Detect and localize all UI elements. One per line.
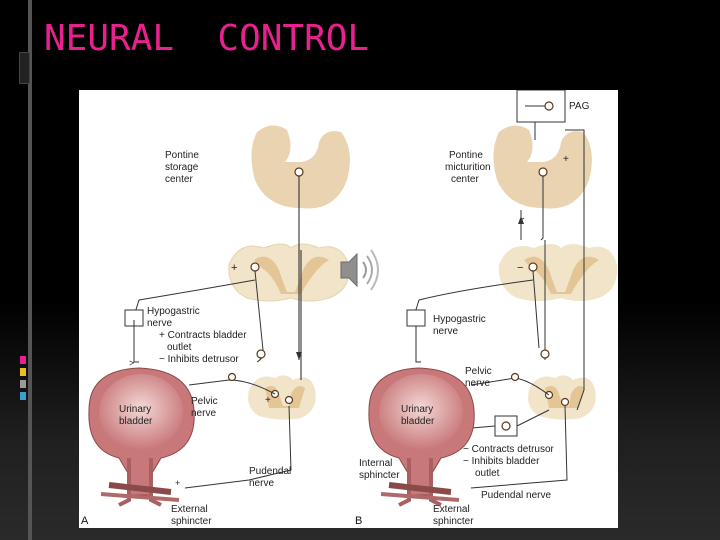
svg-text:bladder: bladder [119,416,153,427]
svg-text:Hypogastric: Hypogastric [147,306,200,317]
svg-text:− Contracts detrusor: − Contracts detrusor [463,444,555,455]
label-a-pudendal: Pudendal nerve [249,466,291,489]
spinal-cord-lower-b [528,375,596,420]
brainstem-b [493,125,592,209]
label-b-contracts: − Contracts detrusor − Inhibits bladder … [463,444,555,479]
neuron-b-pons [538,167,548,177]
svg-text:External: External [171,504,208,515]
svg-text:−: − [517,262,523,274]
panel-a-letter: A [81,515,89,527]
panel-b-letter: B [355,515,362,527]
svg-text:Pelvic: Pelvic [465,366,492,377]
slide-title: NEURAL CONTROL [44,18,370,59]
svg-text:Pontine: Pontine [165,150,199,161]
left-strip [28,0,32,540]
side-mark [20,392,26,400]
neuron-a-pons [294,167,304,177]
svg-text:− Inhibits bladder: − Inhibits bladder [463,456,540,467]
neural-control-figure: + + > [79,89,618,528]
label-b-bladder: Urinary bladder [401,404,435,427]
svg-text:sphincter: sphincter [171,516,212,527]
svg-text:+: + [265,395,271,406]
side-mark [20,368,26,376]
spinal-cord-lower-a [248,375,316,420]
svg-text:sphincter: sphincter [359,470,400,481]
svg-text:− Inhibits detrusor: − Inhibits detrusor [159,354,239,365]
svg-text:External: External [433,504,470,515]
svg-text:Pudendal: Pudendal [249,466,291,477]
svg-text:outlet: outlet [475,468,500,479]
speaker-icon[interactable] [340,249,379,291]
svg-text:outlet: outlet [167,342,192,353]
svg-text:micturition: micturition [445,162,491,173]
svg-text:nerve: nerve [191,408,216,419]
figure-svg: + + > [81,89,618,527]
svg-text:nerve: nerve [465,378,490,389]
label-b-external: External sphincter [433,504,474,527]
svg-text:storage: storage [165,162,199,173]
svg-text:>: > [129,358,134,368]
svg-text:Urinary: Urinary [119,404,151,415]
side-mark [20,356,26,364]
svg-text:bladder: bladder [401,416,435,427]
label-a-bladder: Urinary bladder [119,404,153,427]
label-b-pag: PAG [569,101,590,112]
svg-text:+: + [231,262,237,274]
label-b-center: Pontine micturition center [445,150,491,185]
svg-text:+: + [175,478,180,488]
label-b-pudendal: Pudendal nerve [481,490,551,501]
label-a-external: External sphincter [171,504,212,527]
neuron-a-upper [250,262,260,272]
svg-text:Internal: Internal [359,458,392,469]
svg-text:+: + [563,154,569,165]
side-mark [20,380,26,388]
svg-text:center: center [451,174,479,185]
label-a-pelvic: Pelvic nerve [191,396,218,419]
svg-text:center: center [165,174,193,185]
label-b-hypogastric: Hypogastric nerve [433,314,486,337]
svg-text:sphincter: sphincter [433,516,474,527]
title-accent-bar [19,52,30,84]
panel-b: PAG + − [355,89,618,527]
brainstem-a [251,125,350,209]
svg-text:Pelvic: Pelvic [191,396,218,407]
svg-text:nerve: nerve [147,318,172,329]
label-b-pelvic: Pelvic nerve [465,366,492,389]
label-a-hypogastric: Hypogastric nerve + Contracts bladder ou… [147,306,247,365]
label-b-internal: Internal sphincter [359,458,400,481]
svg-text:Pontine: Pontine [449,150,483,161]
panel-a: + + > [81,125,350,527]
label-a-center: Pontine storage center [165,150,199,185]
svg-text:+ Contracts bladder: + Contracts bladder [159,330,247,341]
svg-text:nerve: nerve [249,478,274,489]
svg-text:Hypogastric: Hypogastric [433,314,486,325]
neuron-a-sacral2 [284,395,294,405]
svg-text:nerve: nerve [433,326,458,337]
svg-text:Urinary: Urinary [401,404,433,415]
